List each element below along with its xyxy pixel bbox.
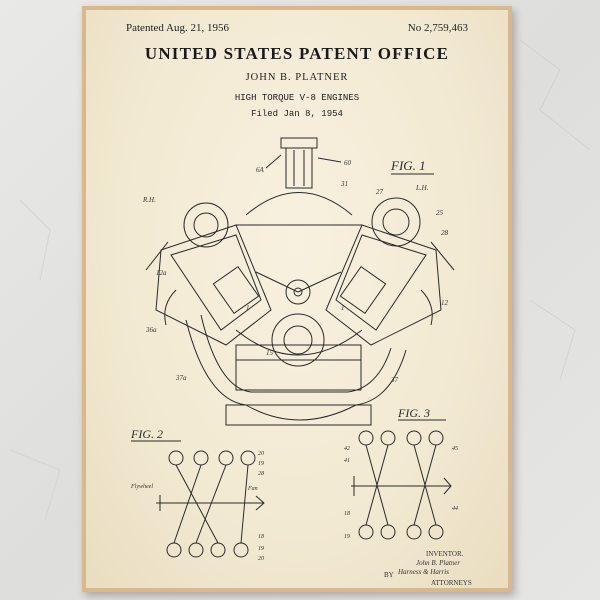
svg-text:Flywheel: Flywheel	[130, 484, 153, 490]
svg-text:15: 15	[266, 349, 274, 357]
svg-text:19: 19	[258, 546, 264, 552]
patent-number: No 2,759,463	[407, 22, 468, 34]
inventor-label: INVENTOR.	[426, 550, 464, 558]
by-label: BY	[384, 571, 394, 579]
svg-text:18: 18	[344, 511, 350, 517]
svg-text:28: 28	[258, 471, 264, 477]
svg-text:41: 41	[344, 457, 350, 464]
inventor-name: JOHN B. PLATNER	[245, 72, 349, 83]
svg-text:37: 37	[390, 376, 399, 384]
svg-text:36a: 36a	[145, 326, 157, 334]
svg-text:L.H.: L.H.	[415, 184, 429, 192]
svg-text:25: 25	[436, 209, 444, 217]
patent-print: Patented Aug. 21, 1956 No 2,759,463 UNIT…	[86, 10, 508, 588]
svg-text:12a: 12a	[156, 269, 167, 277]
svg-text:6A: 6A	[256, 166, 265, 174]
svg-text:31: 31	[340, 180, 348, 188]
fig2-label: FIG. 2	[130, 427, 163, 441]
svg-text:37a: 37a	[175, 374, 187, 382]
patent-office-title: UNITED STATES PATENT OFFICE	[144, 44, 450, 63]
patent-date: Patented Aug. 21, 1956	[126, 22, 229, 34]
svg-text:28: 28	[441, 229, 449, 237]
invention-title: HIGH TORQUE V-8 ENGINES	[234, 93, 360, 103]
svg-text:Fan: Fan	[247, 486, 258, 492]
svg-text:R.H.: R.H.	[142, 196, 156, 204]
svg-text:42: 42	[344, 445, 350, 452]
svg-text:12: 12	[441, 299, 449, 307]
svg-text:44: 44	[452, 505, 458, 512]
svg-text:20: 20	[258, 556, 264, 562]
svg-text:27: 27	[376, 188, 384, 196]
svg-text:60: 60	[344, 159, 352, 167]
attorneys-label: ATTORNEYS	[431, 579, 472, 587]
svg-text:1: 1	[246, 304, 250, 312]
svg-text:19: 19	[258, 461, 264, 467]
svg-text:20: 20	[258, 451, 264, 457]
engine-drawing: FIG. 1	[130, 137, 458, 562]
filed-date: Filed Jan 8, 1954	[251, 109, 343, 119]
svg-text:18: 18	[258, 534, 264, 540]
fig3-label: FIG. 3	[397, 406, 430, 420]
svg-text:1: 1	[341, 304, 345, 312]
inventor-signature: John B. Platner	[416, 559, 461, 567]
svg-text:19: 19	[344, 534, 350, 540]
attorneys-signature: Harness & Harris	[398, 568, 449, 576]
svg-text:45: 45	[452, 445, 458, 452]
fig1-label: FIG. 1	[390, 158, 426, 173]
